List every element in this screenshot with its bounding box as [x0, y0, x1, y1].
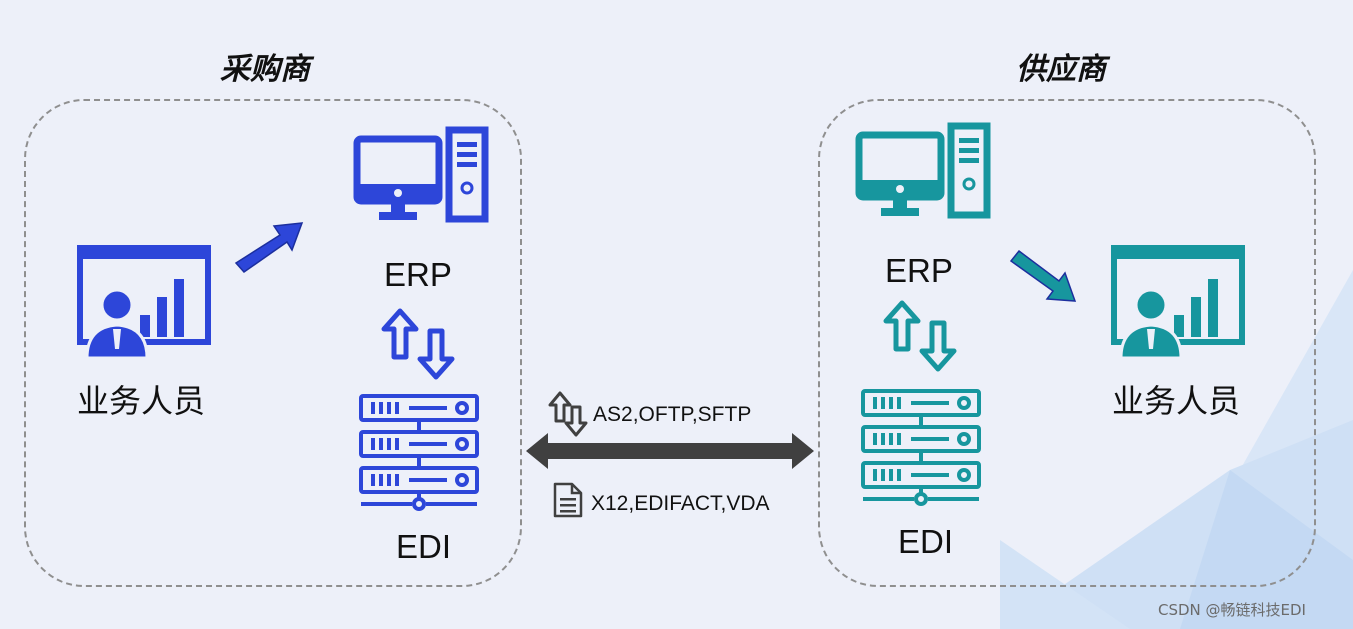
supplier-staff-label: 业务人员	[1112, 382, 1241, 420]
supplier-edi-server-icon	[861, 389, 981, 506]
supplier-title: 供应商	[1016, 52, 1106, 87]
supplier-edi-label: EDI	[898, 523, 954, 560]
transport-sync-icon	[548, 391, 588, 437]
buyer-group-box	[24, 99, 522, 587]
buyer-erp-edi-sync-icon	[381, 308, 455, 380]
buyer-staff-label: 业务人员	[77, 382, 206, 420]
buyer-edi-server-icon	[359, 394, 479, 511]
supplier-erp-to-staff-arrow	[1009, 249, 1077, 302]
buyer-staff-to-erp-arrow	[234, 222, 304, 273]
buyer-edi-label: EDI	[396, 528, 452, 565]
document-standards-label: X12,EDIFACT,VDA	[591, 492, 770, 515]
supplier-erp-edi-sync-icon	[883, 300, 957, 372]
supplier-group-box	[818, 99, 1316, 587]
buyer-erp-label: ERP	[384, 256, 452, 293]
buyer-erp-computer-icon	[353, 126, 489, 223]
buyer-title: 采购商	[220, 52, 310, 87]
watermark: CSDN @畅链科技EDI	[1158, 601, 1306, 619]
transport-protocols-label: AS2,OFTP,SFTP	[593, 403, 752, 426]
buyer-staff-icon	[77, 245, 211, 360]
supplier-erp-label: ERP	[885, 252, 953, 289]
supplier-erp-computer-icon	[855, 122, 991, 219]
bidirectional-exchange-arrow	[526, 433, 814, 469]
document-icon	[553, 482, 583, 518]
supplier-staff-icon	[1111, 245, 1245, 360]
